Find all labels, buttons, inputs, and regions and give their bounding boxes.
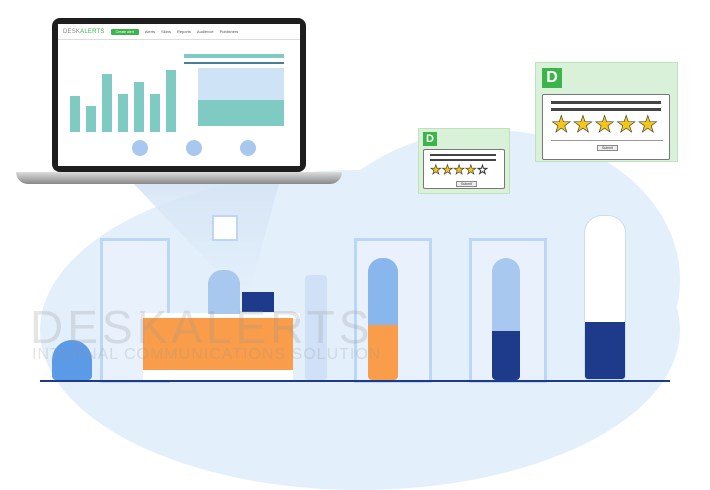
text-line — [430, 159, 496, 161]
nav-skins[interactable]: Skins — [161, 29, 171, 34]
bar — [134, 82, 144, 132]
text-line — [551, 108, 661, 111]
person-with-tablet — [368, 258, 398, 380]
receptionist — [208, 270, 240, 314]
watermark-title: DESKALERTS — [30, 301, 374, 353]
wall-clock — [212, 215, 238, 241]
logo: DESKALERTS — [63, 28, 105, 35]
person-with-paper — [492, 258, 520, 380]
bar — [102, 74, 112, 132]
rating-popup-large: D ★★★★★ Submit — [535, 62, 678, 162]
stat-widget — [132, 140, 148, 156]
bar-chart — [70, 64, 185, 132]
divider — [551, 140, 663, 141]
nav-reports[interactable]: Reports — [176, 29, 191, 34]
area-chart — [198, 68, 284, 126]
create-alert-button[interactable]: Create alert — [110, 28, 139, 35]
reception-desk-top — [140, 313, 300, 319]
nav-publishers[interactable]: Publishers — [219, 29, 239, 34]
plant — [52, 340, 92, 380]
bar — [70, 96, 80, 132]
watermark-subtitle: INTERNAL COMMUNICATIONS SOLUTION — [32, 346, 382, 363]
star-rating[interactable]: ★★★★★ — [551, 111, 660, 138]
stat-widget — [186, 140, 202, 156]
brand-badge: D — [542, 68, 562, 88]
stat-widget — [240, 140, 256, 156]
bar — [150, 94, 160, 132]
doctor — [584, 215, 626, 380]
floor-line — [40, 380, 670, 382]
progress-line — [184, 62, 284, 64]
submit-button[interactable]: Submit — [597, 145, 618, 151]
submit-button[interactable]: Submit — [456, 181, 477, 187]
rating-popup-small: D ★★★★☆ Submit — [418, 128, 510, 194]
reception-desk — [143, 318, 293, 380]
text-line — [430, 154, 496, 156]
nav-alerts[interactable]: Alerts — [144, 29, 156, 34]
text-line — [551, 101, 661, 104]
laptop: DESKALERTS Create alert Alerts Skins Rep… — [52, 18, 306, 172]
water-cooler — [305, 275, 327, 380]
laptop-base — [16, 172, 342, 184]
bar — [166, 70, 176, 132]
brand-badge: D — [423, 132, 437, 146]
app-header: DESKALERTS Create alert Alerts Skins Rep… — [58, 24, 300, 40]
nav-audience[interactable]: Audience — [196, 29, 214, 34]
bar — [86, 106, 96, 132]
rating-card: ★★★★☆ Submit — [423, 149, 505, 189]
bar — [118, 94, 128, 132]
progress-line — [184, 54, 284, 58]
laptop-screen: DESKALERTS Create alert Alerts Skins Rep… — [58, 24, 300, 166]
star-rating[interactable]: ★★★★☆ — [430, 162, 489, 178]
monitor — [242, 292, 274, 312]
rating-card: ★★★★★ Submit — [542, 94, 670, 160]
